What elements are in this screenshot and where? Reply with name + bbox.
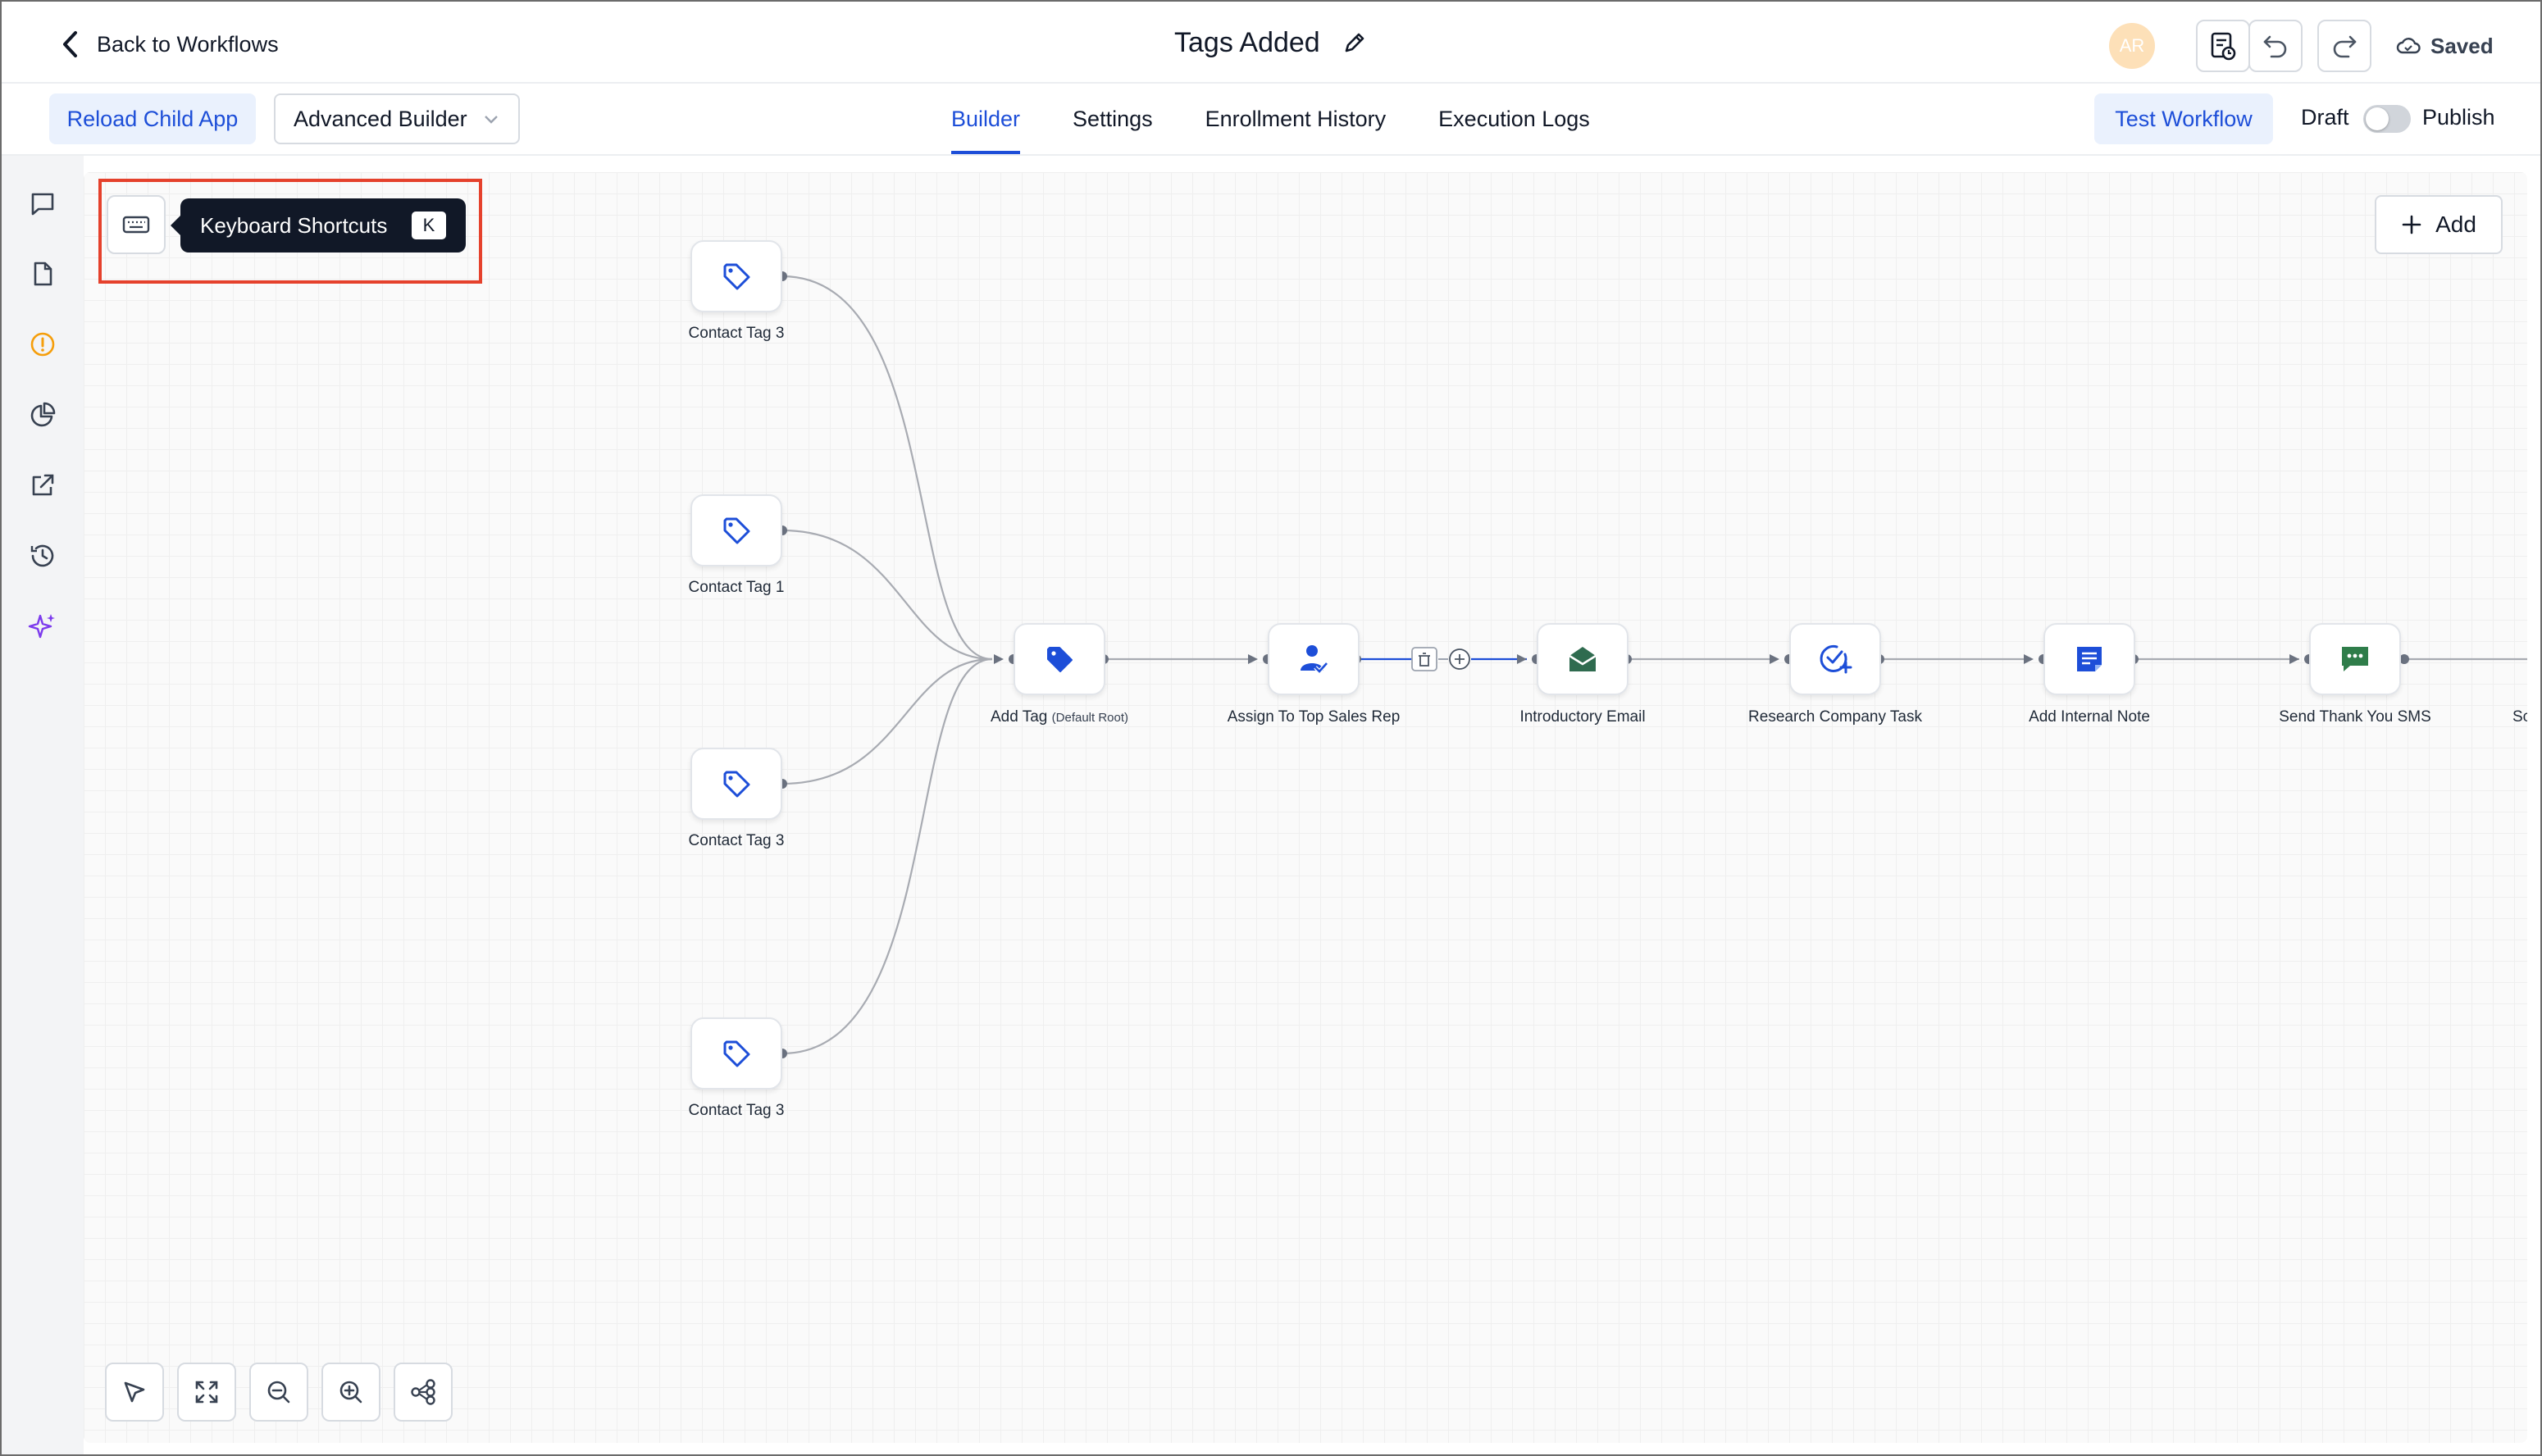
tab-enrollment-history[interactable]: Enrollment History <box>1205 106 1387 131</box>
tab-builder[interactable]: Builder <box>951 84 1021 154</box>
saved-label: Saved <box>2430 33 2494 58</box>
builder-mode-value: Advanced Builder <box>294 106 467 131</box>
note-icon <box>2073 643 2106 676</box>
action-label: Introductory Email <box>1519 708 1646 726</box>
tooltip-label: Keyboard Shortcuts <box>200 212 388 238</box>
expand-icon <box>194 1379 220 1405</box>
add-button[interactable]: Add <box>2375 195 2503 254</box>
alert-icon[interactable] <box>25 326 61 362</box>
auto-layout-button[interactable] <box>394 1363 453 1422</box>
tab-execution-logs[interactable]: Execution Logs <box>1438 106 1590 131</box>
action-label: Add Tag <box>990 708 1048 726</box>
pencil-icon[interactable] <box>1342 30 1368 56</box>
publish-toggle[interactable] <box>2363 105 2411 133</box>
publish-label: Publish <box>2422 105 2495 130</box>
action-sublabel: (Default Root) <box>1051 711 1129 725</box>
action-label: Assign To Top Sales Rep <box>1227 708 1401 726</box>
trigger-label: Contact Tag 3 <box>688 832 785 849</box>
action-label-add-tag: Add Tag (Default Root) <box>991 708 1128 726</box>
draft-label: Draft <box>2301 105 2349 130</box>
trigger-node-contact-tag[interactable] <box>690 1017 782 1090</box>
action-node-task[interactable] <box>1789 623 1881 695</box>
reload-child-app-button[interactable]: Reload Child App <box>49 93 256 144</box>
action-node-note[interactable] <box>2043 623 2135 695</box>
workflow-logs-button[interactable] <box>2196 20 2250 72</box>
sms-icon <box>2339 643 2371 676</box>
action-label: Add Internal Note <box>2029 708 2150 726</box>
zoom-in-icon <box>338 1379 364 1405</box>
action-label: Research Company Task <box>1748 708 1922 726</box>
toggle-knob <box>2366 107 2389 130</box>
zoom-in-button[interactable] <box>321 1363 380 1422</box>
assign-user-icon <box>1296 641 1332 677</box>
builder-toolbar: Reload Child App Advanced Builder Builde… <box>2 84 2540 156</box>
add-label: Add <box>2435 212 2476 237</box>
keyboard-shortcuts-tooltip: Keyboard Shortcuts K <box>171 198 466 253</box>
tag-outline-icon <box>720 514 753 547</box>
annotation-highlight-box <box>98 179 482 284</box>
builder-mode-select[interactable]: Advanced Builder <box>274 93 520 144</box>
fit-view-button[interactable] <box>177 1363 236 1422</box>
task-check-icon <box>1817 641 1853 677</box>
document-icon[interactable] <box>25 256 61 292</box>
cursor-icon <box>121 1379 148 1405</box>
tab-bar: Builder Settings Enrollment History Exec… <box>951 84 1642 154</box>
clipboard-clock-icon <box>2209 30 2237 61</box>
test-workflow-button[interactable]: Test Workflow <box>2094 93 2273 144</box>
chat-icon[interactable] <box>25 185 61 221</box>
workflow-connectors <box>777 271 2527 1058</box>
action-label-partial: Sc <box>2512 708 2527 726</box>
email-icon <box>1566 643 1599 676</box>
workflow-title-group: Tags Added <box>1174 23 1368 62</box>
action-node-email[interactable] <box>1537 623 1629 695</box>
trigger-label: Contact Tag 3 <box>688 325 785 342</box>
plus-icon <box>2401 214 2422 235</box>
trigger-label: Contact Tag 1 <box>688 579 785 596</box>
tab-settings[interactable]: Settings <box>1073 106 1153 131</box>
tag-outline-icon <box>720 767 753 800</box>
cloud-check-icon <box>2396 36 2421 56</box>
tag-outline-icon <box>720 1037 753 1070</box>
action-label: Send Thank You SMS <box>2279 708 2431 726</box>
action-node-add-tag[interactable] <box>1014 623 1105 695</box>
trigger-node-contact-tag[interactable] <box>690 494 782 566</box>
avatar[interactable]: AR <box>2109 23 2155 69</box>
undo-icon <box>2262 34 2289 58</box>
keyboard-shortcuts-button[interactable] <box>107 195 166 254</box>
action-node-sms[interactable] <box>2309 623 2401 695</box>
select-tool-button[interactable] <box>105 1363 164 1422</box>
external-link-icon[interactable] <box>25 467 61 503</box>
tag-filled-icon <box>1043 643 1076 676</box>
left-sidebar <box>2 156 84 1454</box>
zoom-out-icon <box>266 1379 292 1405</box>
action-node-assign-user[interactable] <box>1268 623 1360 695</box>
back-label: Back to Workflows <box>97 31 279 57</box>
redo-icon <box>2330 34 2358 58</box>
undo-button[interactable] <box>2248 20 2303 72</box>
chevron-left-icon <box>61 30 79 58</box>
page-title: Tags Added <box>1174 26 1320 58</box>
tag-outline-icon <box>720 260 753 293</box>
trigger-node-contact-tag[interactable] <box>690 748 782 820</box>
top-bar: Back to Workflows Tags Added AR <box>2 2 2540 84</box>
chevron-down-icon <box>482 110 500 128</box>
workflow-tree-icon <box>409 1378 437 1406</box>
redo-button[interactable] <box>2317 20 2371 72</box>
zoom-out-button[interactable] <box>249 1363 308 1422</box>
canvas-controls <box>105 1363 453 1422</box>
trigger-node-contact-tag[interactable] <box>690 240 782 312</box>
back-to-workflows-link[interactable]: Back to Workflows <box>61 26 279 62</box>
keyboard-icon <box>122 216 150 234</box>
workflow-canvas[interactable]: Keyboard Shortcuts K Add <box>84 172 2527 1443</box>
saved-status: Saved <box>2396 30 2494 62</box>
trigger-label: Contact Tag 3 <box>688 1102 785 1119</box>
shortcut-key-badge: K <box>412 212 446 239</box>
pie-chart-icon[interactable] <box>25 397 61 433</box>
history-icon[interactable] <box>25 538 61 574</box>
sparkle-icon[interactable] <box>25 608 61 644</box>
